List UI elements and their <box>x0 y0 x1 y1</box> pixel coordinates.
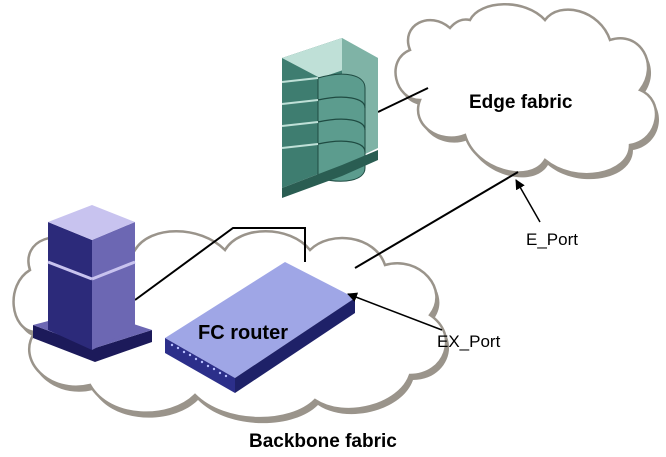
e-port-label: E_Port <box>526 230 578 249</box>
e-port-pointer <box>515 179 541 223</box>
edge-fabric-cloud <box>394 3 660 180</box>
fc-router-label: FC router <box>198 322 288 344</box>
storage-array-icon <box>281 38 378 198</box>
storage-to-edge-link <box>377 87 429 113</box>
fc-router-icon: FC router <box>165 262 355 393</box>
ex-port-pointer <box>347 292 443 331</box>
connection-lines <box>134 87 519 301</box>
server-tower-icon <box>33 205 152 362</box>
router-to-edge-link <box>354 171 519 269</box>
backbone-fabric-label: Backbone fabric <box>249 431 397 452</box>
ex-port-label: EX_Port <box>437 332 501 351</box>
server-to-router-link <box>134 227 306 301</box>
edge-fabric-label: Edge fabric <box>469 92 573 113</box>
